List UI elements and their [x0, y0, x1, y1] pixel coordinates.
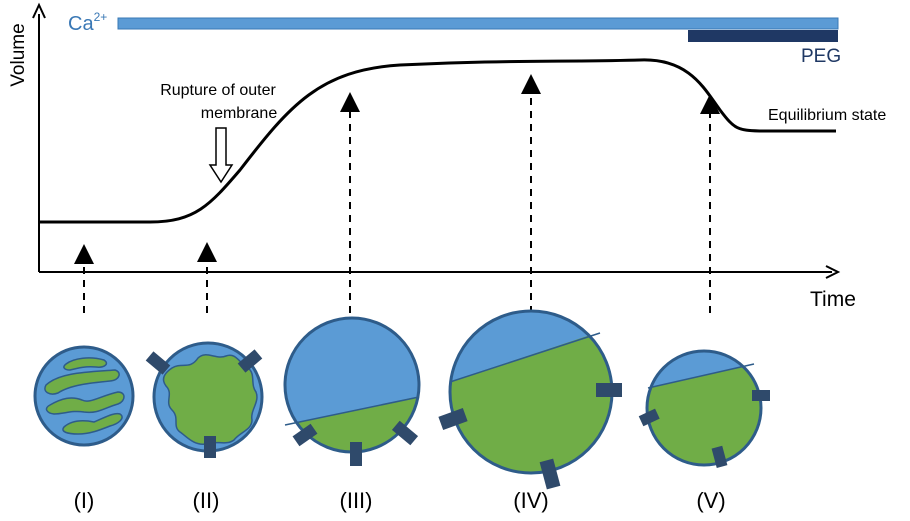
mitochondrion-stage-1 — [33, 345, 135, 447]
x-axis-arrow — [825, 265, 841, 279]
x-axis-label: Time — [810, 288, 856, 311]
treatment-bars: Ca2+ PEG — [68, 10, 841, 67]
ca-label: Ca2+ — [68, 10, 107, 35]
stage-pointer-arrows — [74, 74, 720, 313]
axes: Volume Time — [8, 2, 856, 311]
hollow-down-arrow-icon — [208, 127, 234, 184]
stage-labels: (I) (II) (III) (IV) (V) — [74, 488, 726, 513]
mitochondrion-stage-5 — [638, 349, 770, 468]
stage-label-1: (I) — [74, 488, 95, 513]
ca-label-superscript: 2+ — [94, 10, 108, 24]
stage-label-3: (III) — [340, 488, 373, 513]
peg-bar — [688, 30, 838, 42]
rupture-annotation: Rupture of outer membrane — [160, 82, 278, 184]
porter-proteins-stage-2 — [145, 349, 263, 458]
mitochondrion-stage-2 — [145, 341, 264, 458]
y-axis-label: Volume — [8, 23, 29, 86]
porter-proteins-stage-4 — [438, 383, 622, 490]
porter-proteins-stage-3 — [292, 420, 419, 466]
porter-proteins-stage-5 — [638, 390, 770, 468]
y-axis-arrow — [32, 2, 46, 19]
rupture-label-line2: membrane — [201, 105, 278, 122]
equilibrium-label: Equilibrium state — [768, 107, 886, 124]
peg-label: PEG — [801, 46, 841, 67]
mitochondrion-stage-3 — [283, 316, 421, 466]
stage-label-2: (II) — [193, 488, 220, 513]
mitochondrion-stage-4 — [438, 309, 622, 490]
rupture-label-line1: Rupture of outer — [160, 82, 276, 99]
ca-label-base: Ca — [68, 13, 94, 35]
ca-bar — [117, 17, 839, 30]
stage-label-5: (V) — [696, 488, 725, 513]
stage-label-4: (IV) — [513, 488, 548, 513]
